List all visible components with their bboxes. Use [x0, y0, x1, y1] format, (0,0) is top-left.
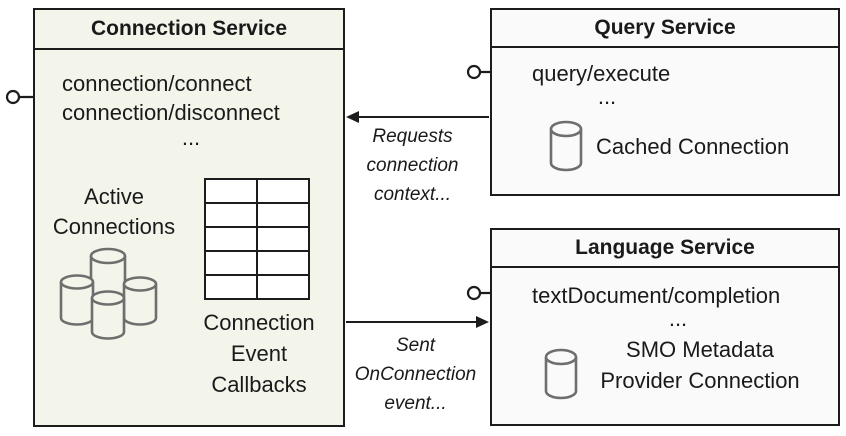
table-cell	[206, 252, 256, 274]
methods-ellipsis: ...	[597, 84, 617, 109]
callbacks-table	[204, 178, 310, 300]
method-query-execute: query/execute	[532, 61, 671, 86]
database-cluster-icon	[59, 247, 158, 340]
method-connection-connect: connection/connect	[62, 71, 252, 96]
table-cell	[258, 180, 308, 202]
sent-arrow	[346, 316, 489, 328]
interface-circle-icon	[466, 285, 482, 301]
table-cell	[206, 276, 256, 298]
table-cell	[206, 180, 256, 202]
table-cell	[258, 228, 308, 250]
connection-service-box: Connection Service connection/connect co…	[33, 8, 345, 427]
method-textdocument-completion: textDocument/completion	[532, 283, 781, 308]
database-icon	[549, 120, 583, 172]
table-cell	[206, 228, 256, 250]
database-icon	[544, 348, 578, 400]
smo-metadata-label: SMO Metadata Provider Connection	[600, 337, 800, 393]
cached-connection-label: Cached Connection	[596, 134, 790, 159]
callbacks-label: Connection Event Callbacks	[203, 310, 315, 397]
sent-arrow-label: Sent OnConnection event...	[354, 335, 477, 414]
connection-service-title: Connection Service	[35, 10, 343, 50]
query-service-title: Query Service	[492, 10, 838, 48]
requests-arrow-label: Requests connection context...	[366, 126, 459, 205]
language-service-title: Language Service	[492, 230, 838, 268]
table-cell	[258, 204, 308, 226]
method-connection-disconnect: connection/disconnect	[62, 100, 280, 125]
table-cell	[258, 252, 308, 274]
language-service-box: Language Service textDocument/completion…	[490, 228, 840, 426]
active-connections-label: Active Connections	[52, 184, 176, 239]
interface-circle-icon	[5, 89, 21, 105]
interface-circle-icon	[466, 64, 482, 80]
methods-ellipsis: ...	[181, 125, 201, 150]
query-service-box: Query Service query/execute ... Cached C…	[490, 8, 840, 196]
table-cell	[258, 276, 308, 298]
arrowhead-right-icon	[476, 316, 489, 328]
table-cell	[206, 204, 256, 226]
methods-ellipsis: ...	[668, 306, 688, 331]
